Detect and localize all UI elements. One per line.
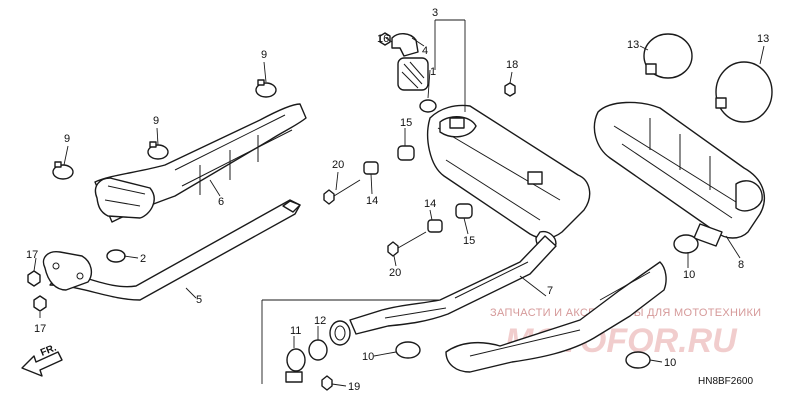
- callout-13-right: 13: [757, 33, 769, 45]
- band-clamp-11: [285, 348, 306, 383]
- muffler-heat-shield: [593, 101, 765, 247]
- callout-9-top: 9: [261, 49, 267, 61]
- clamp-10-a: [395, 341, 421, 359]
- bolt-19: [321, 375, 333, 391]
- callout-10-bottom: 10: [664, 357, 676, 369]
- callout-17-lower: 17: [34, 323, 46, 335]
- front-pipe-heat-guard: [94, 103, 307, 223]
- callout-19: 19: [348, 381, 360, 393]
- callout-5: 5: [196, 294, 202, 306]
- callout-10-right: 10: [683, 269, 695, 281]
- callout-9-middle: 9: [153, 115, 159, 127]
- callout-20-upper: 20: [332, 159, 344, 171]
- callout-20-lower: 20: [389, 267, 401, 279]
- callout-8: 8: [738, 259, 744, 271]
- tail-pipe-heat-shield: [445, 261, 667, 373]
- callout-1: 1: [430, 66, 436, 78]
- callout-3: 3: [432, 7, 438, 19]
- tail-pipe-seal: [329, 320, 351, 346]
- clamp-10-c: [673, 234, 699, 254]
- callout-13-left: 13: [627, 39, 639, 51]
- callout-numbers: 3 16 4 1 18 15 20 14 14 15 20 7 13 13 8 …: [26, 7, 769, 393]
- callout-11: 11: [290, 325, 301, 337]
- callout-9-left: 9: [64, 133, 70, 145]
- callout-15-lower: 15: [463, 235, 475, 247]
- callout-14-lower: 14: [424, 198, 436, 210]
- gasket-12: [308, 339, 328, 361]
- clamp-9-c: [52, 161, 74, 180]
- callout-17-upper: 17: [26, 249, 38, 261]
- breather-joint: [379, 32, 437, 113]
- flange-nut-lower: [33, 295, 47, 312]
- part-code: HN8BF2600: [698, 376, 753, 387]
- clamp-10-b: [625, 351, 651, 369]
- middle-exhaust-pipe: [42, 199, 301, 301]
- callout-18: 18: [506, 59, 518, 71]
- callout-14-upper: 14: [366, 195, 378, 207]
- front-direction-marker: FR.: [21, 342, 63, 377]
- callout-16: 16: [377, 33, 389, 45]
- callout-12: 12: [314, 315, 326, 327]
- flange-nut-upper: [27, 270, 41, 287]
- tail-pipe: [349, 235, 557, 335]
- bolt-lower: [387, 231, 427, 257]
- clamp-9-a: [255, 79, 277, 98]
- collar-lower: [427, 219, 443, 233]
- front-arrow-icon: [21, 351, 63, 377]
- muffler: [427, 104, 591, 252]
- callout-4: 4: [422, 45, 428, 57]
- band-clamp-13-a: [643, 33, 693, 79]
- band-clamp-13-b: [715, 61, 773, 123]
- callout-6: 6: [218, 196, 224, 208]
- bolt-upper: [323, 179, 361, 205]
- collar-upper: [363, 161, 379, 175]
- leader-lines: [33, 19, 765, 387]
- mount-rubber-upper: [397, 145, 415, 161]
- callout-10-left: 10: [362, 351, 374, 363]
- callout-15-upper: 15: [400, 117, 412, 129]
- callout-7: 7: [547, 285, 553, 297]
- gasket-ring: [106, 249, 126, 263]
- mount-rubber-lower: [455, 203, 473, 219]
- nut-18: [504, 82, 516, 97]
- callout-2: 2: [140, 253, 146, 265]
